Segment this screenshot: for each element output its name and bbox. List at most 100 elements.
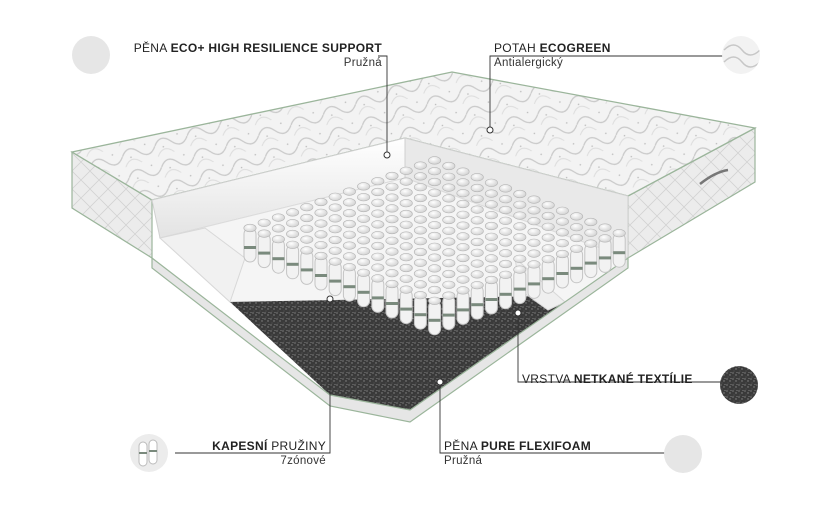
- spring: [456, 275, 470, 284]
- quilted-fabric-icon: [722, 36, 760, 74]
- spring: [342, 263, 356, 302]
- spring: [499, 227, 513, 236]
- spring: [286, 229, 300, 239]
- spring: [314, 208, 328, 217]
- spring: [413, 193, 427, 203]
- spring: [413, 161, 427, 170]
- spring: [484, 211, 498, 220]
- spring: [399, 166, 413, 175]
- spring: [513, 233, 527, 242]
- spring: [428, 188, 442, 197]
- spring: [413, 226, 427, 235]
- spring: [428, 167, 442, 176]
- felt-layer: [230, 296, 565, 410]
- spring: [484, 178, 498, 187]
- spring: [598, 234, 612, 273]
- spring: [442, 161, 456, 171]
- spring: [456, 189, 470, 198]
- spring: [555, 206, 569, 215]
- spring: [357, 182, 371, 191]
- spring: [555, 217, 569, 226]
- spring: [342, 187, 356, 196]
- spring: [442, 172, 456, 181]
- callout-bottom-left: KAPESNÍ PRUŽINY 7zónové: [212, 439, 326, 467]
- spring: [328, 257, 342, 297]
- spring: [499, 216, 513, 225]
- spring: [442, 280, 456, 289]
- spring: [399, 274, 413, 283]
- spring: [271, 224, 285, 233]
- spring: [399, 253, 413, 262]
- felt-texture-icon: [720, 366, 758, 404]
- spring: [555, 228, 569, 237]
- spring: [328, 235, 342, 245]
- spring: [428, 231, 442, 241]
- spring: [314, 219, 328, 228]
- spring: [584, 217, 598, 227]
- spring: [428, 221, 442, 230]
- spring: [584, 228, 598, 237]
- spring: [499, 270, 513, 310]
- spring: [513, 222, 527, 231]
- spring: [243, 223, 257, 263]
- spring: [328, 246, 342, 255]
- spring: [442, 183, 456, 192]
- spring: [314, 230, 328, 239]
- spring: [413, 172, 427, 181]
- spring: [513, 211, 527, 220]
- spring: [470, 216, 484, 225]
- spring: [385, 225, 399, 235]
- spring: [499, 184, 513, 193]
- spring: [527, 206, 541, 215]
- spring: [300, 203, 314, 212]
- spring: [470, 270, 484, 279]
- spring: [286, 219, 300, 228]
- spring: [399, 220, 413, 229]
- spring: [428, 177, 442, 187]
- spring: [314, 241, 328, 250]
- spring: [456, 253, 470, 263]
- spring: [385, 193, 399, 202]
- spring: [442, 259, 456, 268]
- spring: [413, 247, 427, 257]
- spring: [413, 269, 427, 278]
- spring: [442, 215, 456, 225]
- spring: [413, 204, 427, 213]
- spring: [399, 199, 413, 208]
- callout-mid-right: VRSTVA NETKANÉ TEXTÍLIE: [522, 372, 693, 386]
- spring: [484, 275, 498, 315]
- spring: [328, 192, 342, 201]
- spring: [257, 218, 271, 227]
- spring: [413, 215, 427, 224]
- spring: [357, 203, 371, 213]
- spring: [371, 263, 385, 272]
- spring: [527, 227, 541, 237]
- spring: [385, 279, 399, 319]
- spring: [470, 237, 484, 247]
- spring: [371, 209, 385, 218]
- spring: [271, 235, 285, 274]
- spring: [442, 226, 456, 235]
- spring: [399, 188, 413, 197]
- spring: [385, 269, 399, 278]
- spring: [413, 258, 427, 267]
- spring: [371, 177, 385, 186]
- spring: [570, 223, 584, 232]
- spring: [342, 230, 356, 239]
- placeholder-circle-bottom-right: [664, 435, 702, 473]
- spring: [499, 205, 513, 215]
- spring: [470, 259, 484, 268]
- leader-dots: [326, 126, 522, 386]
- callout-bottom-right: PĚNA PURE FLEXIFOAM Pružná: [444, 439, 592, 467]
- spring: [513, 189, 527, 199]
- spring: [470, 205, 484, 214]
- spring: [286, 240, 300, 280]
- spring: [612, 229, 626, 268]
- spring: [428, 285, 442, 295]
- spring: [598, 223, 612, 232]
- spring: [300, 235, 314, 244]
- spring: [428, 296, 442, 336]
- spring: [541, 222, 555, 231]
- spring: [428, 199, 442, 208]
